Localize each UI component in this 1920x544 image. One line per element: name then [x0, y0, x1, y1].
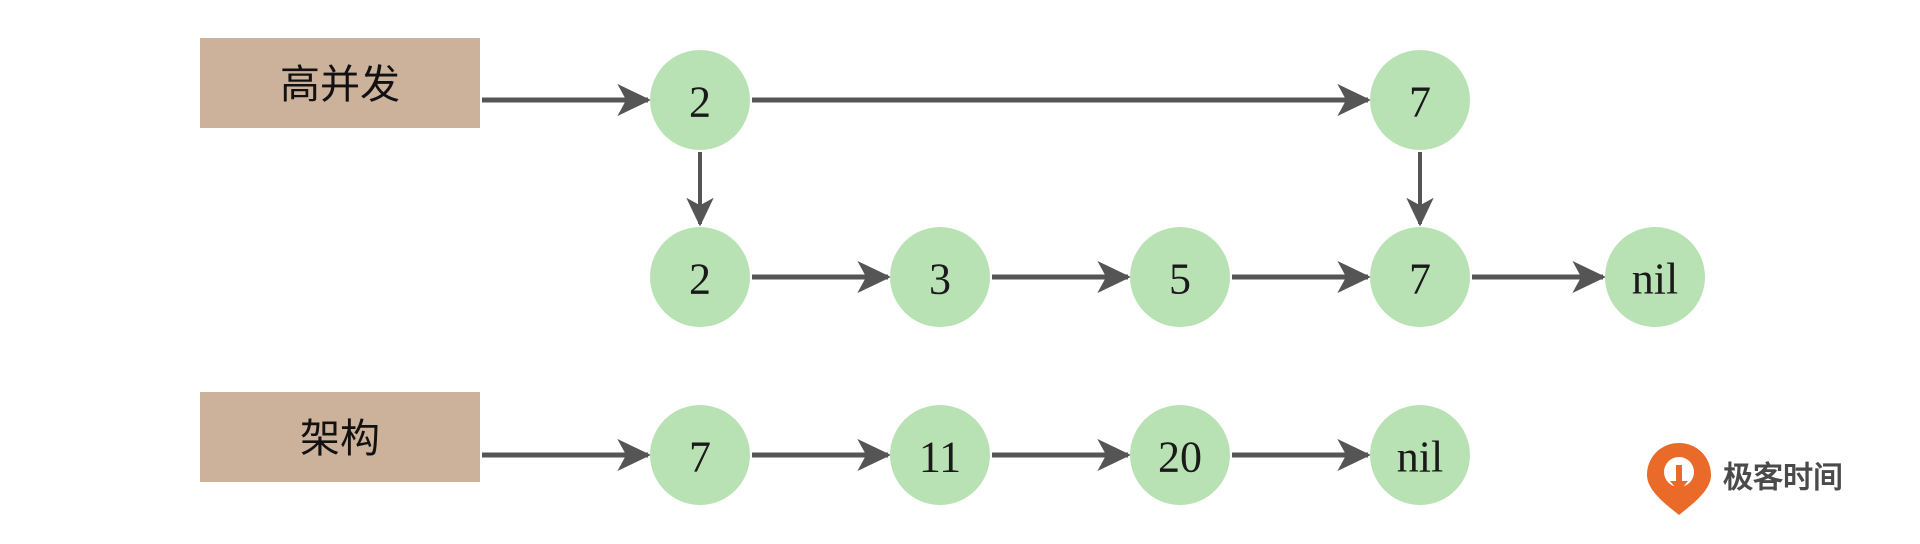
node-top-7[interactable]: 7: [1370, 50, 1470, 150]
node-top-7-circle: [1370, 50, 1470, 150]
tag-gaobingfa[interactable]: 高并发: [200, 38, 480, 128]
node-top-7-label: 7: [1409, 78, 1431, 127]
node-top-2-circle: [650, 50, 750, 150]
node-mid-5-circle: [1130, 227, 1230, 327]
node-bot-20-label: 20: [1158, 433, 1202, 482]
node-mid-3-circle: [890, 227, 990, 327]
node-bot-20[interactable]: 20: [1130, 405, 1230, 505]
node-bot-20-circle: [1130, 405, 1230, 505]
node-bot-11-label: 11: [919, 433, 961, 482]
node-mid-5[interactable]: 5: [1130, 227, 1230, 327]
node-mid-7-label: 7: [1409, 255, 1431, 304]
node-mid-2-circle: [650, 227, 750, 327]
tag-gaobingfa-rect: [200, 38, 480, 128]
node-bot-7-circle: [650, 405, 750, 505]
tag-jiagou-label: 架构: [300, 417, 380, 461]
node-mid-5-label: 5: [1169, 255, 1191, 304]
node-bot-nil[interactable]: nil: [1370, 405, 1470, 505]
node-mid-nil-circle: [1605, 227, 1705, 327]
node-mid-7[interactable]: 7: [1370, 227, 1470, 327]
node-mid-7-circle: [1370, 227, 1470, 327]
tag-jiagou-rect: [200, 392, 480, 482]
node-bot-7-label: 7: [689, 433, 711, 482]
edges-group: [482, 83, 1606, 472]
node-top-2[interactable]: 2: [650, 50, 750, 150]
geektime-pin-logo-icon: [1647, 443, 1711, 515]
tag-jiagou[interactable]: 架构: [200, 392, 480, 482]
node-mid-2[interactable]: 2: [650, 227, 750, 327]
watermark-label: 极客时间: [1723, 461, 1843, 495]
node-top-2-label: 2: [689, 78, 711, 127]
node-mid-2-label: 2: [689, 255, 711, 304]
node-bot-11-circle: [890, 405, 990, 505]
watermark: 极客时间: [1647, 443, 1843, 515]
node-mid-3[interactable]: 3: [890, 227, 990, 327]
node-mid-nil[interactable]: nil: [1605, 227, 1705, 327]
node-mid-3-label: 3: [929, 255, 951, 304]
tag-gaobingfa-label: 高并发: [280, 63, 400, 107]
node-bot-7[interactable]: 7: [650, 405, 750, 505]
node-bot-11[interactable]: 11: [890, 405, 990, 505]
node-mid-nil-label: nil: [1632, 255, 1678, 304]
node-bot-nil-circle: [1370, 405, 1470, 505]
node-bot-nil-label: nil: [1397, 433, 1443, 482]
